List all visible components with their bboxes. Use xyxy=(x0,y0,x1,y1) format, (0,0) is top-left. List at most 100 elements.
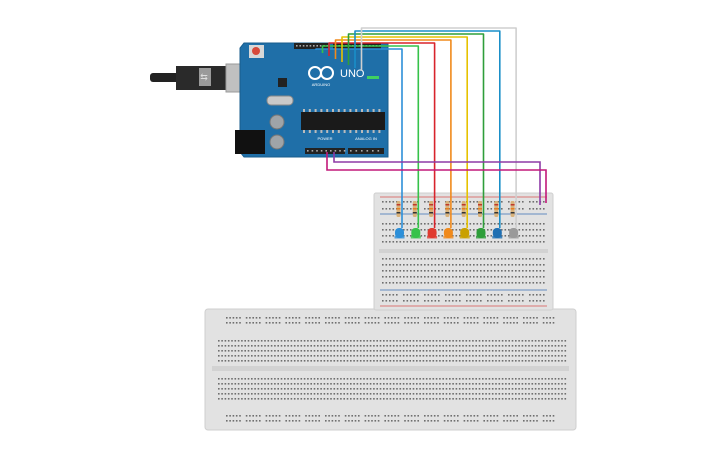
breadboard-hole xyxy=(485,383,487,385)
breadboard-hole xyxy=(234,393,237,395)
breadboard-hole xyxy=(465,378,468,380)
breadboard-hole xyxy=(452,276,454,278)
breadboard-hole xyxy=(346,383,349,385)
breadboard-hole xyxy=(218,383,220,385)
breadboard-hole xyxy=(513,317,515,319)
breadboard-hole xyxy=(452,270,454,272)
breadboard-hole xyxy=(334,420,337,422)
breadboard-hole xyxy=(438,270,440,272)
breadboard-hole xyxy=(511,223,514,225)
breadboard-hole xyxy=(473,270,475,272)
breadboard-hole xyxy=(359,393,362,395)
breadboard-hole xyxy=(473,241,475,243)
breadboard-hole xyxy=(445,383,448,385)
breadboard-hole xyxy=(270,345,273,347)
breadboard-hole xyxy=(422,388,425,390)
breadboard-hole xyxy=(399,264,402,266)
breadboard-hole xyxy=(473,264,475,266)
breadboard-hole xyxy=(503,322,505,324)
breadboard-hole xyxy=(437,420,439,422)
breadboard-hole xyxy=(429,398,431,400)
breadboard-hole xyxy=(406,276,409,278)
breadboard-hole xyxy=(465,388,468,390)
breadboard-hole xyxy=(313,340,316,342)
breadboard-hole xyxy=(420,264,423,266)
breadboard-hole xyxy=(482,345,484,347)
breadboard-hole xyxy=(374,317,377,319)
breadboard-hole xyxy=(536,276,538,278)
breadboard-hole xyxy=(424,223,426,225)
breadboard-hole xyxy=(544,398,547,400)
breadboard-hole xyxy=(455,229,458,231)
reset-button-icon[interactable] xyxy=(249,45,264,58)
breadboard-hole xyxy=(482,383,484,385)
breadboard-hole xyxy=(231,398,233,400)
breadboard-hole xyxy=(235,317,238,319)
breadboard-hole xyxy=(325,317,327,319)
breadboard-hole xyxy=(524,398,527,400)
breadboard-hole xyxy=(476,208,479,210)
breadboard-hole xyxy=(333,355,336,357)
breadboard-hole xyxy=(452,300,454,302)
breadboard-hole xyxy=(539,258,542,260)
breadboard-hole xyxy=(264,388,266,390)
breadboard-hole xyxy=(344,420,347,422)
breadboard-hole xyxy=(518,393,520,395)
breadboard-hole xyxy=(429,345,431,347)
breadboard-hole xyxy=(371,420,373,422)
breadboard-hole xyxy=(541,388,543,390)
breadboard-hole xyxy=(224,340,227,342)
breadboard-hole xyxy=(498,393,501,395)
breadboard-hole xyxy=(397,317,400,319)
breadboard-hole xyxy=(438,282,440,284)
breadboard-hole xyxy=(403,201,405,203)
breadboard-hole xyxy=(358,317,360,319)
analog-in-label: ANALOG IN xyxy=(355,136,377,141)
arduino-logo-text: ARDUINO xyxy=(312,82,330,87)
breadboard-hole xyxy=(264,383,266,385)
breadboard-hole xyxy=(396,388,398,390)
breadboard-hole xyxy=(356,345,359,347)
breadboard-hole xyxy=(449,350,451,352)
breadboard-hole xyxy=(229,415,231,417)
breadboard-hole xyxy=(300,378,303,380)
breadboard-hole xyxy=(429,355,431,357)
chip-pin xyxy=(361,109,363,112)
breadboard-hole xyxy=(544,355,547,357)
breadboard-hole xyxy=(505,383,507,385)
breadboard-hole xyxy=(515,294,517,296)
large-breadboard[interactable] xyxy=(204,308,577,431)
breadboard-hole xyxy=(432,345,435,347)
breadboard-hole xyxy=(548,340,550,342)
breadboard-hole xyxy=(295,420,297,422)
breadboard-hole xyxy=(513,420,515,422)
breadboard-hole xyxy=(280,355,283,357)
arduino-board[interactable]: ⇆ UNO ARDUINO POWER ANAL xyxy=(150,42,389,158)
breadboard-hole xyxy=(330,398,332,400)
breadboard-hole xyxy=(323,345,326,347)
breadboard-hole xyxy=(480,300,482,302)
breadboard-hole xyxy=(300,360,303,362)
breadboard-hole xyxy=(392,235,395,237)
breadboard-hole xyxy=(452,201,454,203)
led-with-resistor xyxy=(427,201,438,239)
breadboard-hole xyxy=(491,393,494,395)
breadboard-hole xyxy=(298,317,301,319)
breadboard-hole xyxy=(487,276,489,278)
breadboard-hole xyxy=(402,383,405,385)
breadboard-hole xyxy=(287,360,289,362)
chip-pin xyxy=(361,130,363,133)
breadboard-hole xyxy=(376,350,378,352)
breadboard-hole xyxy=(534,340,537,342)
breadboard-hole xyxy=(399,223,402,225)
breadboard-hole xyxy=(280,350,283,352)
breadboard-hole xyxy=(367,317,370,319)
breadboard-hole xyxy=(377,420,380,422)
breadboard-hole xyxy=(459,208,461,210)
breadboard-hole xyxy=(494,264,496,266)
breadboard-hole xyxy=(539,235,542,237)
breadboard-hole xyxy=(501,398,504,400)
breadboard-hole xyxy=(308,415,311,417)
breadboard-hole xyxy=(333,360,336,362)
breadboard-hole xyxy=(518,388,520,390)
